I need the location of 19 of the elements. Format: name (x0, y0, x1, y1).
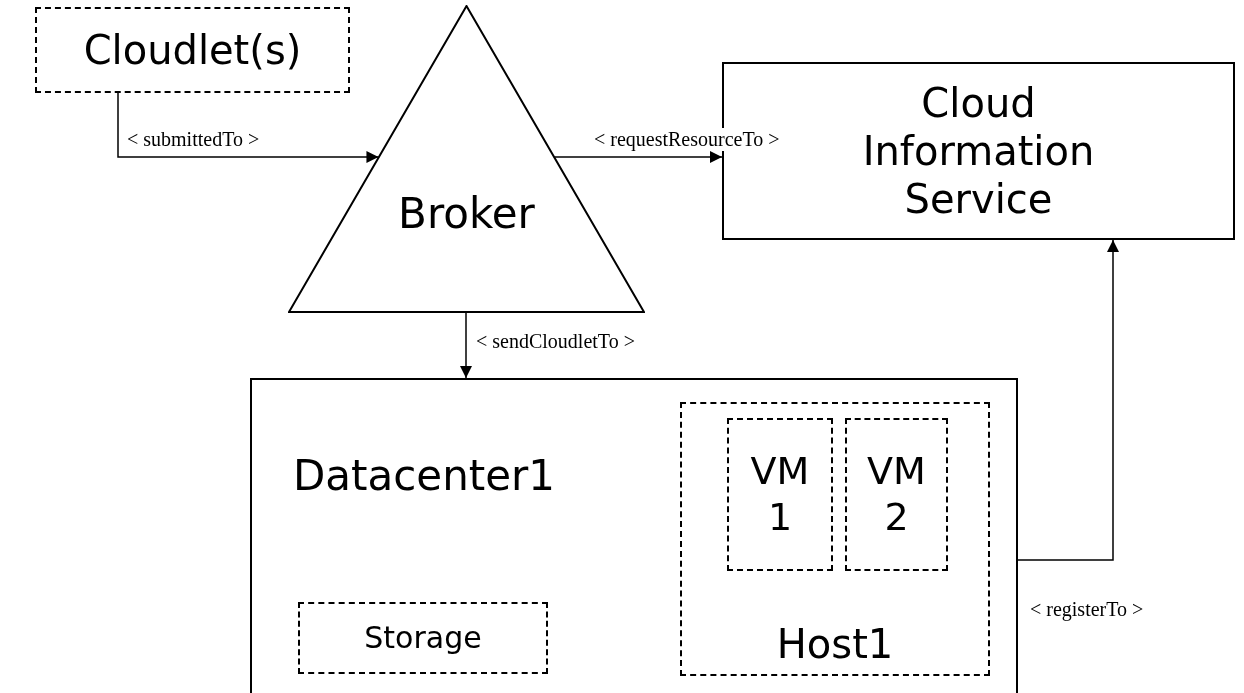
dashed-box (845, 418, 948, 571)
arrow (117, 92, 380, 163)
arrow (1017, 239, 1119, 561)
node-label: VM 1 (749, 448, 811, 541)
arrow (460, 312, 472, 379)
node-label: Host1 (776, 620, 894, 668)
node-label: Datacenter1 (292, 451, 556, 502)
dashed-box (727, 418, 833, 571)
edge-label: < requestResourceTo > (592, 128, 782, 151)
arrow (553, 151, 723, 163)
process-box (250, 378, 1018, 693)
node-label: Broker (398, 188, 535, 240)
dashed-box (35, 7, 350, 93)
dashed-box (680, 402, 990, 676)
node-label: Cloud Information Service (861, 79, 1096, 223)
dashed-box (298, 602, 548, 674)
node-label: Storage (364, 620, 482, 656)
node-label: VM 2 (866, 448, 927, 541)
node-label: Cloudlet(s) (83, 26, 302, 74)
